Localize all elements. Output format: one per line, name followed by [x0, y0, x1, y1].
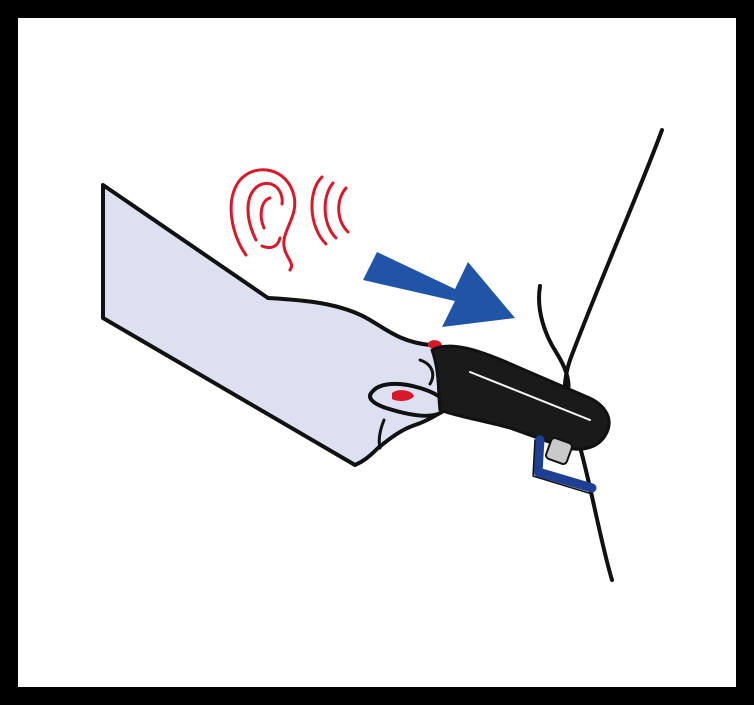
ear-inner-3: [262, 238, 280, 248]
clip-device: [432, 346, 609, 494]
fabric-edge-outer: [565, 130, 662, 580]
fabric-lines: [539, 130, 662, 580]
ear-inner-2: [261, 198, 270, 228]
device-body: [432, 346, 609, 449]
ear-icon: [231, 170, 295, 270]
ear-inner-1: [248, 183, 282, 240]
sound-wave-2: [325, 183, 336, 238]
hand: [103, 185, 480, 465]
arrow-right-icon: [363, 252, 515, 327]
push-arrow: [363, 252, 515, 327]
arm-and-hand: [103, 185, 480, 465]
sound-wave-3: [339, 188, 348, 232]
sound-waves-icon: [312, 177, 348, 244]
